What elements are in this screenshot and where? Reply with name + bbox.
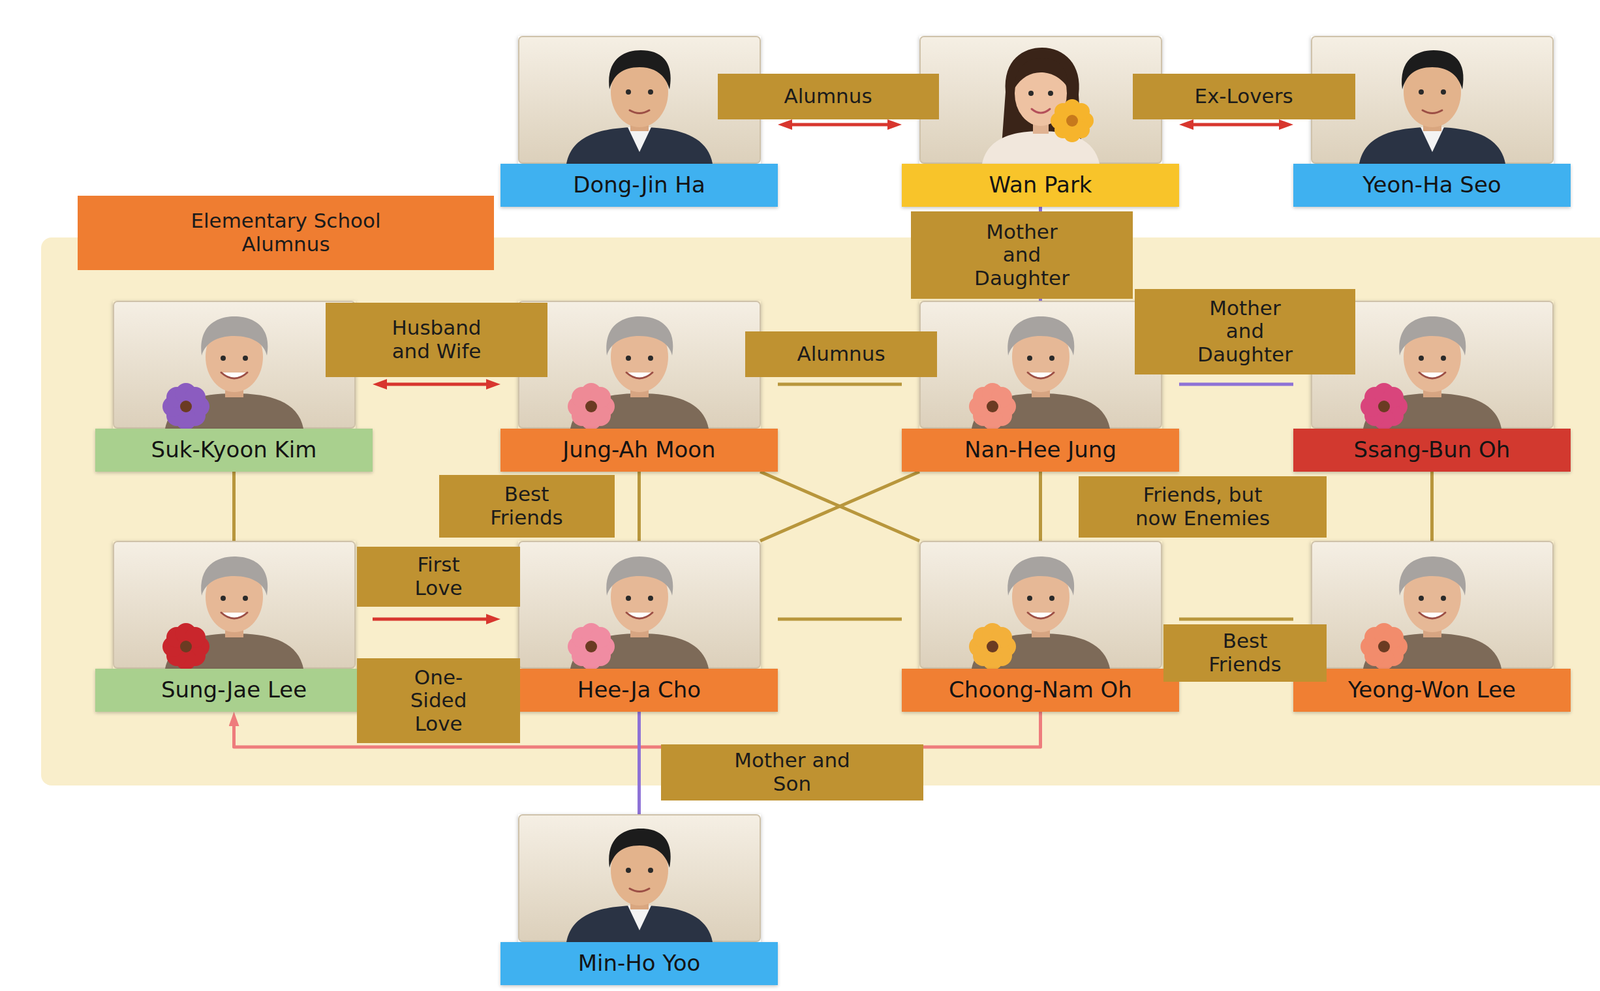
relation-label-box: One-Sided Love bbox=[356, 658, 521, 744]
name-bar: Wan Park bbox=[901, 163, 1180, 207]
name-bar: Nan-Hee Jung bbox=[901, 428, 1180, 472]
name-bar: Yeon-Ha Seo bbox=[1293, 163, 1571, 207]
name-bar: Choong-Nam Oh bbox=[901, 668, 1180, 712]
name-bar: Ssang-Bun Oh bbox=[1293, 428, 1571, 472]
relation-label: Friends, but now Enemies bbox=[1130, 483, 1275, 530]
relation-label: Mother and Daughter bbox=[1191, 296, 1300, 367]
portrait-figure bbox=[518, 815, 761, 943]
portrait-figure bbox=[920, 541, 1162, 669]
relation-label: Husband and Wife bbox=[381, 316, 493, 363]
relation-label: First Love bbox=[399, 553, 478, 600]
portrait bbox=[1310, 540, 1554, 669]
relation-label-box: Best Friends bbox=[439, 475, 615, 538]
name-bar: Min-Ho Yoo bbox=[500, 942, 778, 986]
person-name: Min-Ho Yoo bbox=[578, 950, 701, 977]
relation-connector bbox=[784, 123, 896, 127]
portrait-figure bbox=[113, 301, 355, 429]
person-name: Dong-Jin Ha bbox=[572, 172, 706, 198]
relation-label: Mother and Daughter bbox=[968, 220, 1077, 291]
relation-label-box: Mother and Daughter bbox=[1134, 289, 1356, 375]
relation-label-box: Alumnus bbox=[717, 73, 939, 120]
relation-connector bbox=[1185, 123, 1287, 127]
person-name: Jung-Ah Moon bbox=[562, 437, 716, 463]
portrait bbox=[919, 300, 1163, 429]
portrait-figure bbox=[518, 541, 761, 669]
name-bar: Dong-Jin Ha bbox=[500, 163, 778, 207]
relation-label-box: Mother and Daughter bbox=[910, 211, 1133, 299]
portrait-figure bbox=[113, 541, 355, 669]
name-bar: Suk-Kyoon Kim bbox=[95, 428, 373, 472]
person-name: Hee-Ja Cho bbox=[577, 677, 701, 703]
portrait bbox=[518, 540, 761, 669]
portrait bbox=[919, 540, 1163, 669]
relation-label: Mother and Son bbox=[726, 749, 858, 796]
name-bar: Hee-Ja Cho bbox=[500, 668, 778, 712]
portrait bbox=[518, 814, 761, 943]
relation-label-box: Husband and Wife bbox=[325, 302, 548, 378]
portrait-figure bbox=[920, 36, 1162, 164]
relation-label: Alumnus bbox=[756, 342, 926, 367]
portrait bbox=[919, 35, 1163, 164]
person-name: Wan Park bbox=[988, 172, 1092, 198]
portrait bbox=[112, 300, 356, 429]
relation-label-box: Alumnus bbox=[745, 331, 938, 378]
name-bar: Yeong-Won Lee bbox=[1293, 668, 1571, 712]
relation-label: Ex-Lovers bbox=[1145, 84, 1342, 109]
relation-label-box: Ex-Lovers bbox=[1132, 73, 1356, 120]
person-card: Yeong-Won Lee bbox=[1293, 540, 1571, 712]
relation-label: Best Friends bbox=[477, 482, 576, 530]
person-name: Sung-Jae Lee bbox=[161, 677, 307, 703]
person-card: Yeon-Ha Seo bbox=[1293, 35, 1571, 207]
person-card: Wan Park bbox=[901, 35, 1180, 207]
relation-label-box: Mother and Son bbox=[661, 744, 924, 801]
person-name: Choong-Nam Oh bbox=[948, 677, 1133, 703]
relation-label: Best Friends bbox=[1196, 629, 1294, 677]
name-bar: Sung-Jae Lee bbox=[95, 668, 373, 712]
person-card: Min-Ho Yoo bbox=[500, 814, 778, 986]
relation-label-box: First Love bbox=[356, 546, 521, 607]
name-bar: Jung-Ah Moon bbox=[500, 428, 778, 472]
person-name: Ssang-Bun Oh bbox=[1353, 437, 1511, 463]
relation-label-box: Friends, but now Enemies bbox=[1078, 476, 1327, 538]
person-name: Yeong-Won Lee bbox=[1348, 677, 1516, 703]
relation-label-box: Best Friends bbox=[1163, 624, 1327, 682]
person-card: Sung-Jae Lee bbox=[95, 540, 373, 712]
portrait-figure bbox=[518, 301, 761, 429]
portrait bbox=[112, 540, 356, 669]
person-card: Choong-Nam Oh bbox=[901, 540, 1180, 712]
relation-label: Alumnus bbox=[736, 84, 920, 109]
person-name: Yeon-Ha Seo bbox=[1362, 172, 1501, 198]
alumni-group-band: Elementary School AlumnusSuk-Kyoon KimJu… bbox=[41, 237, 1600, 786]
portrait bbox=[518, 300, 761, 429]
relation-label: One-Sided Love bbox=[402, 666, 475, 737]
portrait-figure bbox=[1311, 541, 1554, 669]
person-name: Suk-Kyoon Kim bbox=[151, 437, 318, 463]
group-heading-box: Elementary School Alumnus bbox=[77, 195, 494, 271]
portrait-figure bbox=[920, 301, 1162, 429]
group-heading: Elementary School Alumnus bbox=[148, 209, 423, 256]
person-card: Dong-Jin Ha bbox=[500, 35, 778, 207]
person-name: Nan-Hee Jung bbox=[964, 437, 1117, 463]
person-card: Hee-Ja Cho bbox=[500, 540, 778, 712]
